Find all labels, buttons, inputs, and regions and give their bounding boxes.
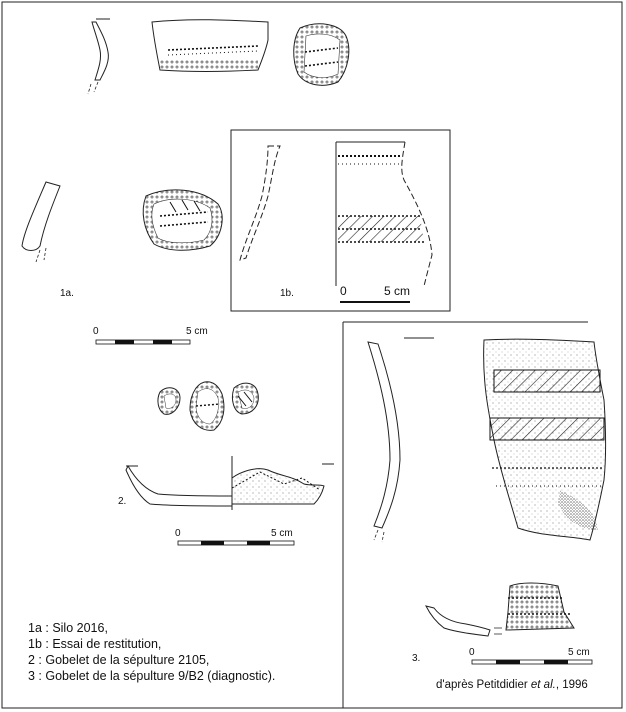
sherd-1a-body-fragment [293, 23, 350, 86]
scale-2-end: 5 cm [271, 528, 293, 539]
scale-1a-end: 5 cm [186, 326, 208, 337]
scale-1b-start: 0 [340, 284, 347, 298]
scale-bar-2 [177, 540, 295, 546]
scale-3-end: 5 cm [568, 647, 590, 658]
sherd-2-fragments [157, 381, 259, 431]
label-1b: 1b. [280, 288, 294, 299]
sherd-1a-decorated-fragment [142, 189, 223, 251]
sherd-1a-profile-left [21, 181, 61, 263]
label-3: 3. [412, 653, 421, 664]
group3-frame [342, 321, 588, 708]
scale-bar-1a [95, 339, 191, 345]
vessel-3-profile [367, 337, 434, 543]
legend-item-1b: 1b : Essai de restitution, [28, 637, 162, 651]
vessel-3-decorated-body [483, 338, 606, 541]
scale-3-start: 0 [469, 647, 475, 658]
legend-item-2: 2 : Gobelet de la sépulture 2105, [28, 653, 210, 667]
legend-item-3: 3 : Gobelet de la sépulture 9/B2 (diagno… [28, 669, 276, 683]
credit-suffix: , 1996 [555, 679, 588, 691]
scale-bar-3 [471, 659, 593, 665]
credit-etal: et al. [530, 679, 556, 691]
sherd-1a-profile-top [87, 18, 110, 95]
label-1a: 1a. [60, 288, 74, 299]
restitution-frame [230, 129, 451, 312]
legend-item-1a: 1a : Silo 2016, [28, 621, 108, 635]
scale-1b-end: 5 cm [384, 284, 411, 298]
vessel-1b-restitution [239, 141, 433, 287]
figure-legend: 1a : Silo 2016, 1b : Essai de restitutio… [28, 620, 275, 684]
scale-2-start: 0 [175, 528, 181, 539]
credit-prefix: d'après Petitdidier [436, 679, 531, 691]
scale-1a-start: 0 [93, 326, 99, 337]
source-credit: d'après Petitdidier et al., 1996 [436, 679, 588, 691]
label-2: 2. [118, 496, 127, 507]
vessel-3-base [425, 582, 575, 637]
vessel-2-base-profile [125, 456, 334, 510]
sherd-1a-rim-fragment [151, 19, 269, 72]
